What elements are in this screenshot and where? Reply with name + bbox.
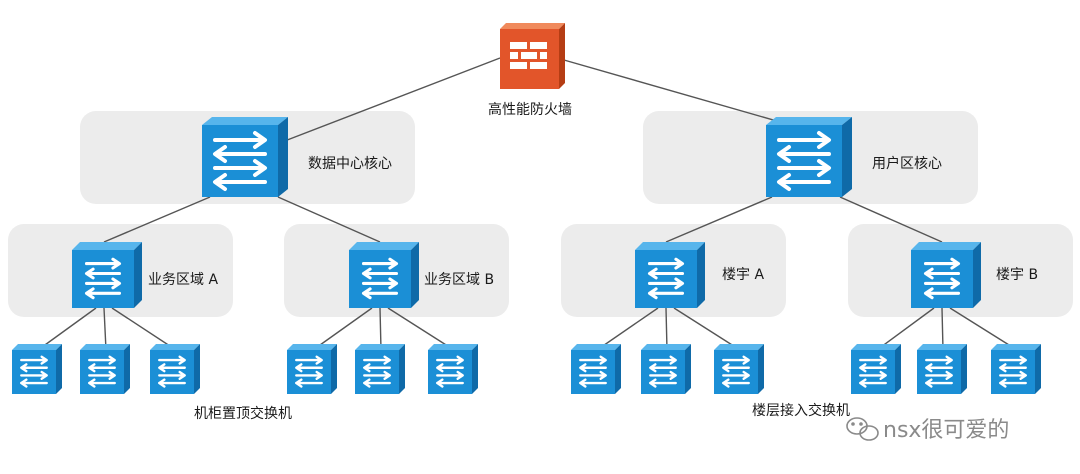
switch-icon [911, 242, 981, 308]
core-switch-datacenter: 数据中心核心 [202, 117, 392, 197]
access-switches [12, 344, 1041, 394]
access-switch-icon [80, 344, 130, 394]
link-ba-2 [665, 307, 668, 351]
switch-icon [72, 242, 142, 308]
firewall-node: 高性能防火墙 [488, 23, 572, 118]
link-dc-b [277, 196, 381, 243]
agg-switch-business-a: 业务区域 A [72, 242, 218, 308]
link-b-3 [387, 307, 455, 351]
network-links [37, 57, 1018, 351]
agg-label-building-b: 楼宇 B [996, 267, 1038, 283]
agg-switch-building-a: 楼宇 A [635, 242, 764, 308]
link-bb-2 [941, 307, 944, 351]
link-user-bb [839, 196, 943, 243]
switch-icon [349, 242, 419, 308]
access-switch-icon [917, 344, 967, 394]
agg-label-business-b: 业务区域 B [424, 272, 494, 288]
link-user-ba [665, 196, 773, 243]
firewall-icon [500, 23, 565, 89]
agg-label-building-a: 楼宇 A [722, 267, 764, 283]
access-switch-icon [355, 344, 405, 394]
access-group-label-floor: 楼层接入交换机 [752, 402, 850, 419]
wechat-icon [846, 417, 879, 441]
core-label-datacenter: 数据中心核心 [308, 156, 392, 172]
link-fw-dc [281, 57, 501, 143]
agg-switch-business-b: 业务区域 B [349, 242, 494, 308]
core-label-user: 用户区核心 [872, 155, 942, 172]
link-a-2 [103, 307, 107, 351]
access-switch-icon [714, 344, 764, 394]
link-dc-a [103, 196, 211, 243]
access-switch-icon [571, 344, 621, 394]
access-switch-icon [428, 344, 478, 394]
switch-icon [635, 242, 705, 308]
link-ba-3 [673, 307, 741, 351]
access-group-label-rack: 机柜置顶交换机 [194, 405, 292, 422]
access-switch-icon [851, 344, 901, 394]
core-switch-user: 用户区核心 [766, 117, 942, 197]
link-a-1 [37, 307, 97, 351]
link-b-1 [312, 307, 373, 351]
link-b-2 [379, 307, 382, 351]
access-switch-icon [150, 344, 200, 394]
switch-icon [202, 117, 288, 197]
link-ba-1 [596, 307, 659, 351]
access-switch-icon [991, 344, 1041, 394]
switch-icon [766, 117, 852, 197]
access-switch-icon [287, 344, 337, 394]
agg-label-business-a: 业务区域 A [148, 272, 218, 288]
access-switch-icon [12, 344, 62, 394]
watermark: nsx很可爱的 [846, 417, 1009, 443]
link-a-3 [111, 307, 177, 351]
link-bb-1 [876, 307, 935, 351]
link-bb-3 [949, 307, 1018, 351]
agg-switch-building-b: 楼宇 B [911, 242, 1038, 308]
watermark-text: nsx很可爱的 [883, 418, 1009, 443]
firewall-label: 高性能防火墙 [488, 101, 572, 118]
access-switch-icon [641, 344, 691, 394]
